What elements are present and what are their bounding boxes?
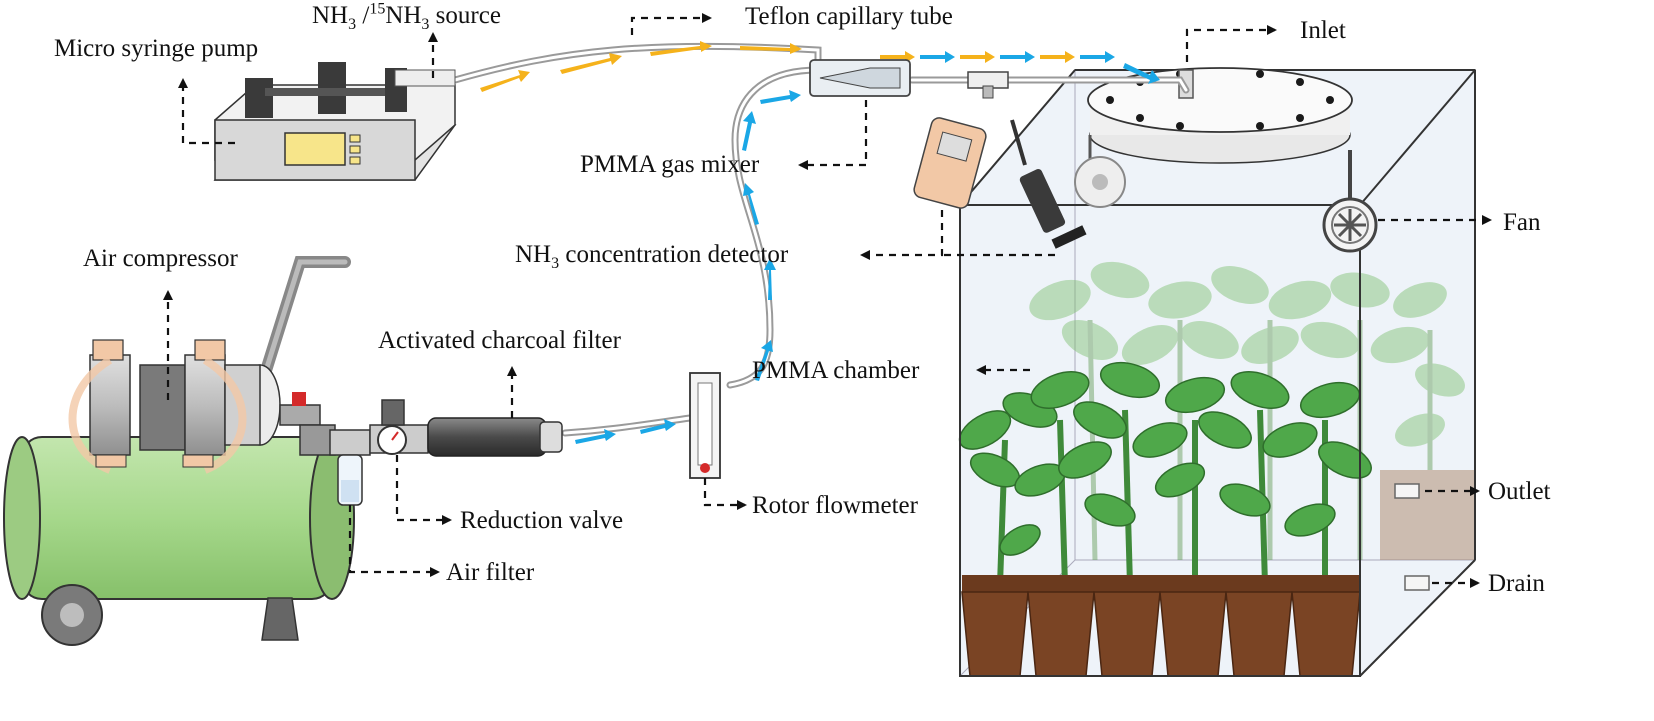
air-filter-icon	[329, 429, 371, 506]
label-reduction-valve: Reduction valve	[460, 507, 624, 534]
label-rotor-flowmeter: Rotor flowmeter	[752, 492, 918, 519]
label-nh3-source-sub: 3	[348, 16, 357, 33]
micro-syringe-pump-icon	[213, 62, 457, 181]
label-inlet: Inlet	[1300, 17, 1346, 44]
label-drain: Drain	[1488, 570, 1545, 597]
back-plants	[1029, 261, 1475, 561]
label-fan: Fan	[1503, 209, 1541, 236]
label-pmma-gas-mixer: PMMA gas mixer	[580, 151, 760, 178]
label-pmma-chamber: PMMA chamber	[752, 357, 920, 384]
air-flow-arrows	[575, 51, 1160, 444]
label-micro-syringe-pump: Micro syringe pump	[54, 35, 259, 62]
label-nh3-source-nh-b: NH	[385, 2, 422, 29]
pmma-gas-mixer-icon	[809, 59, 1009, 99]
label-nh3-source-sep: /	[356, 2, 370, 29]
fan-icon	[1322, 150, 1378, 253]
label-nh3-concentration-detector: NH3 concentration detector	[515, 241, 789, 272]
label-nh3-detector-nh: NH	[515, 241, 552, 268]
nh3-detector-icon	[913, 117, 1087, 249]
label-air-compressor: Air compressor	[83, 245, 238, 272]
drain-port	[1404, 575, 1430, 591]
reduction-valve-icon	[369, 399, 429, 455]
label-nh3-source: NH3 /15NH3 source	[312, 0, 501, 32]
label-nh3-source-tail: source	[429, 2, 501, 29]
air-compressor-icon	[3, 256, 355, 646]
label-air-filter: Air filter	[446, 559, 535, 586]
label-nh3-source-sup: 15	[369, 0, 386, 18]
chamber-frame	[959, 69, 1476, 677]
label-activated-charcoal-filter: Activated charcoal filter	[378, 327, 621, 354]
label-teflon-capillary-tube: Teflon capillary tube	[745, 3, 953, 30]
outlet-port	[1394, 483, 1420, 499]
label-nh3-source-sub-b: 3	[421, 16, 430, 33]
chamber-lid	[1074, 67, 1353, 208]
label-nh3-source-nh: NH	[312, 2, 349, 29]
label-nh3-detector-tail: concentration detector	[559, 241, 789, 268]
rotor-flowmeter-icon	[689, 372, 721, 479]
nh3-flow-arrows	[480, 41, 1075, 92]
label-nh3-detector-sub: 3	[551, 255, 560, 272]
activated-charcoal-filter-icon	[427, 417, 563, 457]
label-outlet: Outlet	[1488, 478, 1551, 505]
leader-lines	[163, 13, 1492, 588]
front-plants	[958, 361, 1372, 586]
